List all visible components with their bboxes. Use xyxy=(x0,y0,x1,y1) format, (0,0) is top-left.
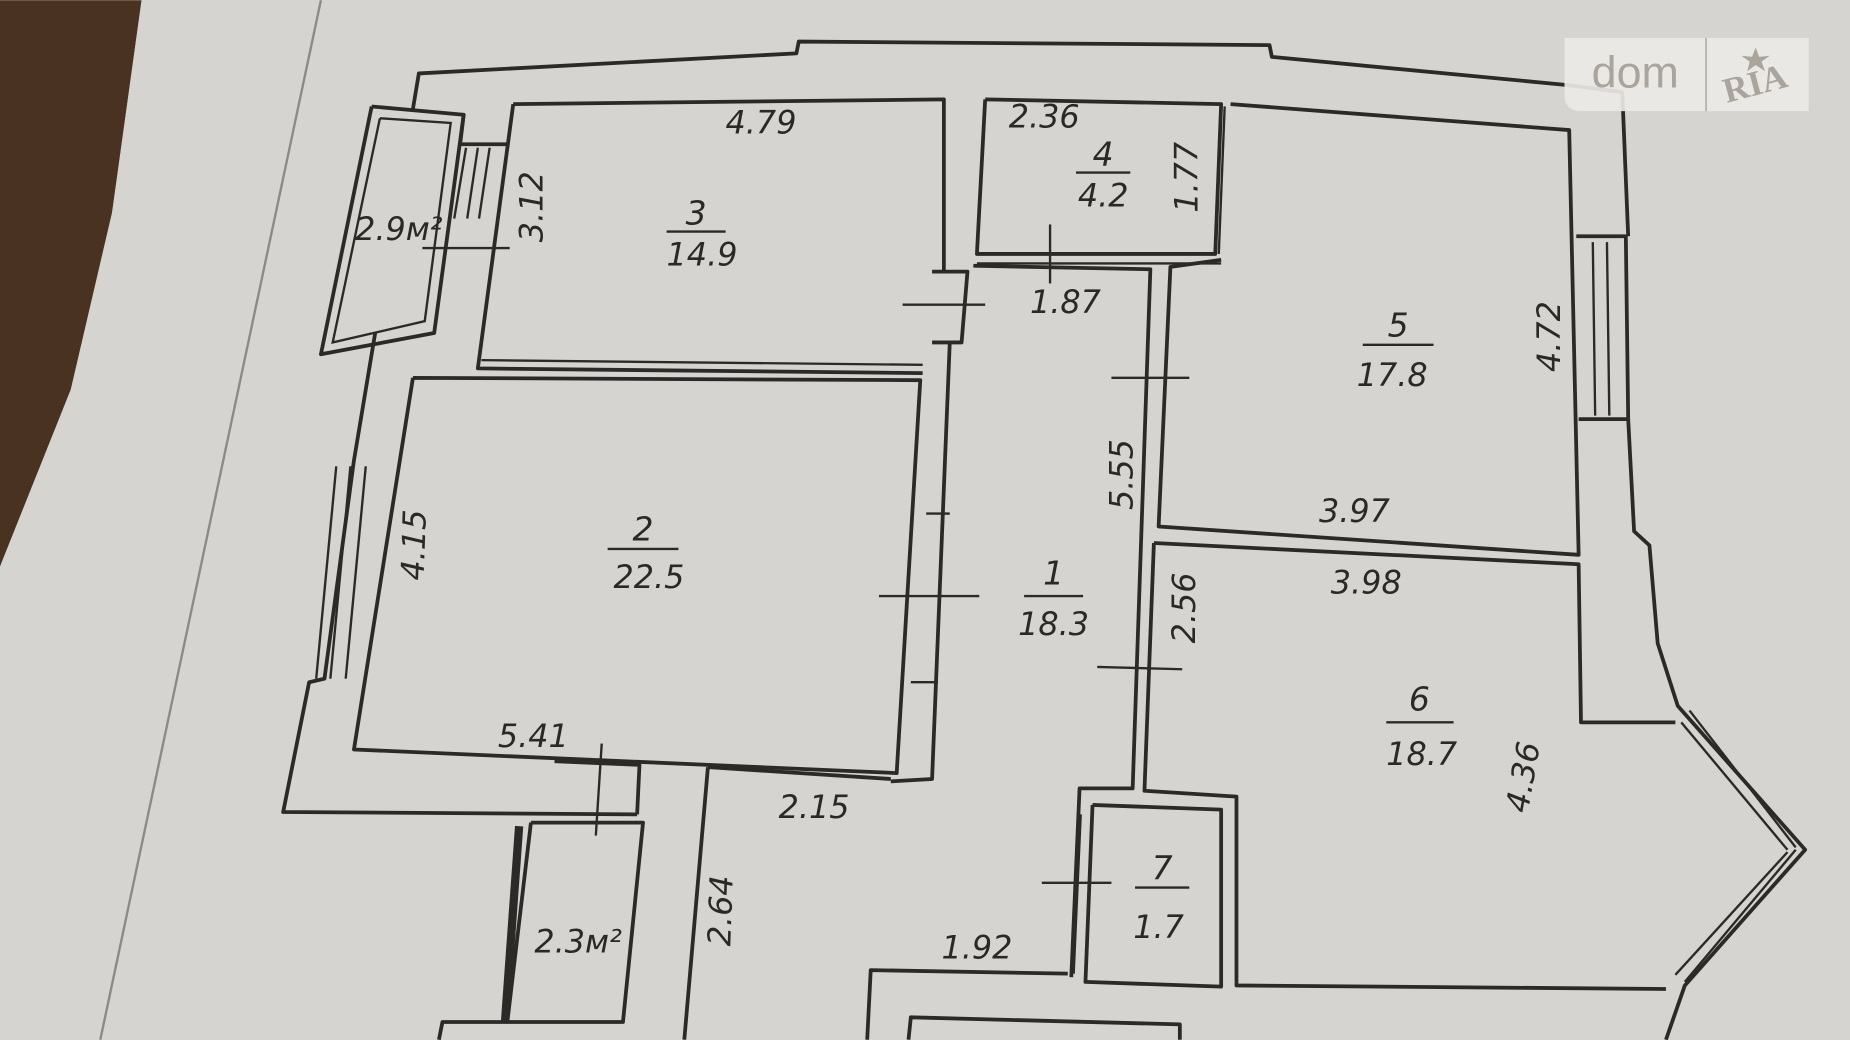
room-number: 5 xyxy=(1388,306,1409,345)
windows-and-doors xyxy=(315,147,1797,983)
room-number: 1 xyxy=(1043,553,1064,592)
room-number: 6 xyxy=(1409,680,1430,719)
dim-room4-width: 2.36 xyxy=(1009,98,1080,136)
room-number: 3 xyxy=(686,193,707,232)
dim-corridor-length: 5.55 xyxy=(1103,439,1141,510)
dim-hall-depth: 2.64 xyxy=(700,875,740,947)
dim-room3-depth: 3.12 xyxy=(513,171,551,242)
dim-corridor-width: 1.87 xyxy=(1030,283,1101,321)
room-number: 2 xyxy=(633,510,654,549)
room-3-label: 3 14.9 xyxy=(667,193,738,273)
logo-star-icon xyxy=(1741,47,1770,72)
dim-room2-width: 5.41 xyxy=(498,717,569,755)
room-area: 4.2 xyxy=(1078,177,1129,215)
dim-room6-side: 2.56 xyxy=(1165,572,1203,643)
room-area: 14.9 xyxy=(667,236,738,274)
dimension-labels: 4.79 3.12 2.36 1.77 1.87 5.55 4.72 3.97 … xyxy=(394,98,1568,967)
paper-edge xyxy=(99,0,323,1040)
room-4-label: 4 4.2 xyxy=(1076,134,1131,215)
room-7-label: 7 1.7 xyxy=(1133,848,1190,946)
logo-text-dom: dom xyxy=(1592,47,1679,98)
room-2-label: 2 22.5 xyxy=(607,510,684,596)
walls xyxy=(281,39,1808,1040)
room-area: 18.3 xyxy=(1018,605,1089,643)
room-area: 22.5 xyxy=(613,558,684,596)
dim-room6-width: 3.98 xyxy=(1331,564,1402,602)
room-1-label: 1 18.3 xyxy=(1018,553,1089,643)
room-5-label: 5 17.8 xyxy=(1357,306,1434,394)
wooden-table xyxy=(0,0,142,567)
dim-room5-width: 3.97 xyxy=(1319,492,1390,530)
dim-hall-bottom: 1.92 xyxy=(941,928,1012,966)
dim-room4-depth: 1.77 xyxy=(1168,142,1206,213)
watermark-logo: dom RIA xyxy=(1564,38,1809,112)
dim-room3-width: 4.79 xyxy=(726,104,797,142)
dim-hall-width: 2.15 xyxy=(779,788,850,826)
room-area: 1.7 xyxy=(1133,908,1184,946)
room-number: 4 xyxy=(1093,134,1114,173)
room-area: 17.8 xyxy=(1357,356,1428,394)
room-6-label: 6 18.7 xyxy=(1386,680,1457,773)
dim-room2-depth: 4.15 xyxy=(394,509,434,581)
balcony-area-left: 2.9м² xyxy=(355,210,443,248)
dim-room5-depth: 4.72 xyxy=(1530,301,1568,372)
room-number: 7 xyxy=(1152,848,1173,887)
balcony-area-bottom: 2.3м² xyxy=(534,922,622,960)
room-area: 18.7 xyxy=(1386,735,1457,773)
